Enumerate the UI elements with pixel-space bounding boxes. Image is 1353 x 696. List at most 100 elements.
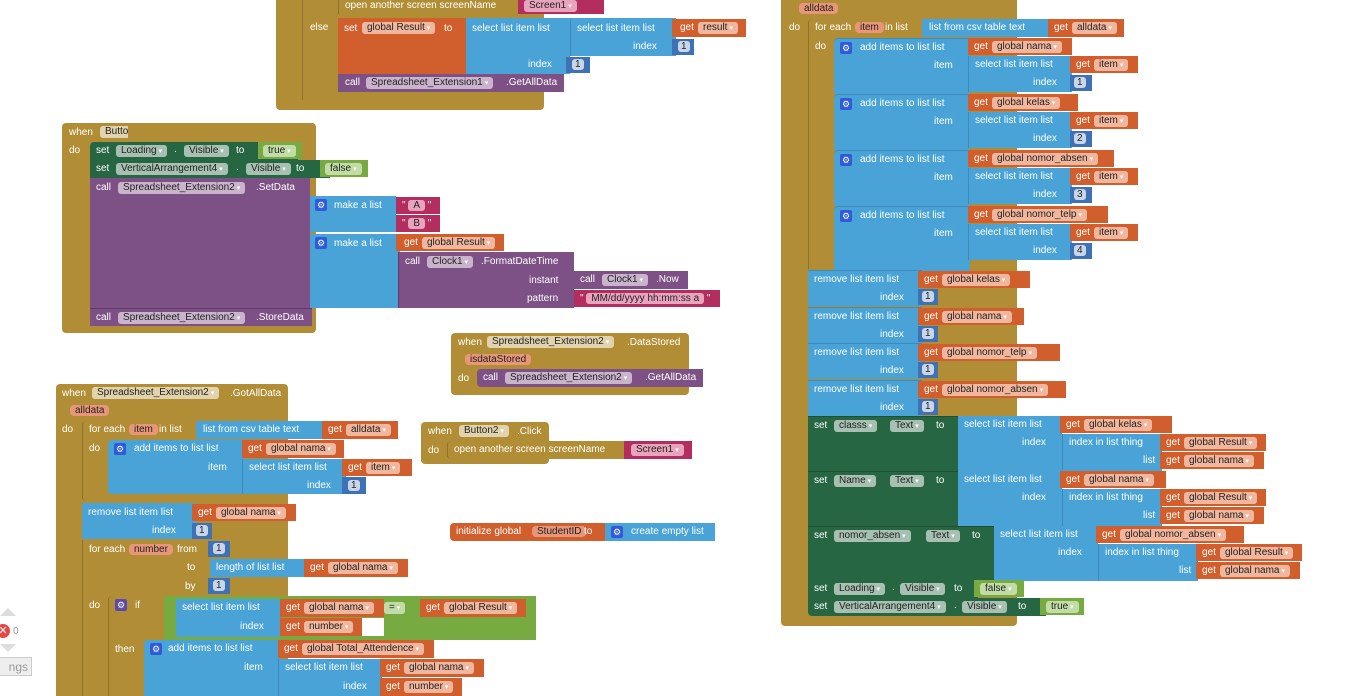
text-b-block[interactable]: " B " — [396, 215, 440, 232]
mutator-gear-icon[interactable]: ⚙ — [840, 154, 852, 166]
get-global-result-block[interactable]: get global Result — [1196, 544, 1302, 561]
get-global-nama-block[interactable]: get global nama — [280, 599, 384, 617]
variable-dropdown[interactable]: number — [404, 681, 454, 693]
remove-list-item-block[interactable]: remove list item list index — [808, 270, 922, 306]
text-value[interactable]: B — [408, 218, 425, 229]
select-list-item-block[interactable]: select list item list index — [278, 659, 382, 696]
set-va4-visible-block[interactable]: set VerticalArrangement4 . Visible to — [90, 160, 330, 178]
variable-dropdown[interactable]: global Total_Attendence — [302, 643, 425, 655]
variable-dropdown[interactable]: global nama — [266, 443, 336, 455]
property-dropdown[interactable]: Visible — [246, 163, 291, 175]
component-dropdown[interactable]: Loading — [834, 583, 886, 595]
boolean-false-block[interactable]: false — [320, 160, 368, 177]
loop-variable[interactable]: item — [855, 22, 884, 33]
get-item-block[interactable]: get item — [1070, 112, 1138, 129]
get-list-block[interactable]: get global nomor_absen — [918, 380, 1066, 398]
set-text-block[interactable]: set nomor_absen Text to — [808, 526, 994, 581]
loop-variable[interactable]: number — [129, 544, 173, 555]
screen-name-block[interactable]: Screen1 — [624, 441, 692, 459]
loop-variable[interactable]: item — [129, 424, 158, 435]
property-dropdown[interactable]: Visible — [900, 583, 945, 595]
add-items-block[interactable]: ⚙ add items to list list item — [834, 150, 970, 206]
variable-dropdown[interactable]: global nama — [216, 507, 286, 519]
variable-dropdown[interactable]: item — [1094, 227, 1129, 239]
event-parameter[interactable]: isdataStored — [465, 354, 532, 365]
get-list-block[interactable]: get global nama — [918, 307, 1024, 325]
component-dropdown[interactable]: Spreadsheet_Extension2 — [118, 182, 246, 194]
get-global-result-block[interactable]: get global Result — [1160, 434, 1266, 451]
select-list-item-inner[interactable]: select list item list index — [570, 18, 676, 56]
event-parameter[interactable]: alldata — [70, 405, 110, 416]
component-dropdown[interactable]: Loading — [116, 145, 168, 157]
variable-dropdown[interactable]: global nama — [404, 662, 474, 674]
number-block[interactable]: 1 — [918, 325, 938, 342]
number-block[interactable]: 1 — [918, 289, 938, 305]
get-alldata-block[interactable]: get alldata — [322, 421, 398, 439]
call-getalldata-block[interactable]: call Spreadsheet_Extension2 .GetAllData — [477, 369, 703, 387]
list-from-csv-block[interactable]: list from csv table text — [196, 421, 324, 439]
select-list-item-block[interactable]: select list item list index — [968, 56, 1072, 92]
format-datetime-block[interactable]: call Clock1 .FormatDateTime instant patt… — [398, 252, 574, 308]
get-item-block[interactable]: get item — [1070, 168, 1138, 185]
screen-name-dropdown[interactable]: Screen1 — [631, 444, 684, 456]
component-dropdown[interactable]: Spreadsheet_Extension2 — [505, 372, 633, 384]
select-list-item-block[interactable]: select list item list index — [242, 459, 346, 494]
operator-dropdown[interactable]: = — [384, 602, 406, 614]
mutator-gear-icon[interactable]: ⚙ — [115, 599, 127, 611]
add-items-block[interactable]: ⚙ add items to list list item — [834, 206, 970, 276]
number-value[interactable]: 3 — [1074, 189, 1086, 200]
number-block[interactable]: 1 — [342, 477, 366, 494]
number-value[interactable]: 1 — [196, 525, 208, 536]
list-from-csv-block[interactable]: list from csv table text — [922, 19, 1050, 37]
select-list-item-block[interactable]: select list item list index — [994, 526, 1098, 581]
variable-dropdown[interactable]: number — [304, 621, 354, 633]
length-of-list-block[interactable]: length of list list — [210, 559, 306, 577]
variable-dropdown[interactable]: item — [1094, 59, 1129, 71]
variable-dropdown[interactable]: global nomor_absen — [992, 153, 1099, 165]
number-value[interactable]: 1 — [922, 364, 934, 375]
number-block[interactable]: 1 — [192, 523, 212, 539]
component-dropdown[interactable]: VerticalArrangement4 — [834, 601, 946, 613]
variable-dropdown[interactable]: global Result — [1220, 547, 1294, 559]
number-value[interactable]: 1 — [922, 327, 934, 339]
get-item-block[interactable]: get item — [1070, 224, 1138, 241]
variable-dropdown[interactable]: global Result — [1184, 492, 1258, 504]
get-global-nama-block[interactable]: get global nama — [1160, 452, 1264, 469]
number-value[interactable]: 1 — [348, 480, 360, 491]
show-warnings-button[interactable]: ngs — [0, 657, 32, 676]
mutator-gear-icon[interactable]: ⚙ — [114, 443, 126, 455]
get-list-block[interactable]: get global nomor_telp — [968, 206, 1108, 223]
property-dropdown[interactable]: Visible — [962, 601, 1007, 613]
variable-dropdown[interactable]: item — [1094, 115, 1129, 127]
remove-list-item-block[interactable]: remove list item list index — [808, 379, 922, 416]
open-screen-block[interactable]: open another screen screenName — [447, 441, 625, 459]
text-value[interactable]: MM/dd/yyyy hh:mm:ss a — [586, 293, 705, 304]
component-dropdown[interactable]: nomor_absen — [834, 530, 911, 542]
variable-dropdown[interactable]: global Result — [444, 602, 518, 614]
set-text-block[interactable]: set Name Text to — [808, 471, 958, 526]
variable-dropdown[interactable]: global nama — [1220, 565, 1290, 577]
pattern-text-block[interactable]: " MM/dd/yyyy hh:mm:ss a " — [574, 290, 720, 307]
set-va4-visible-block[interactable]: set VerticalArrangement4 . Visible to — [808, 598, 1046, 616]
number-value[interactable]: 1 — [572, 59, 584, 70]
variable-dropdown[interactable]: global nama — [304, 602, 374, 614]
component-dropdown[interactable]: Spreadsheet_Extension2 — [487, 336, 615, 348]
get-global-result-block[interactable]: get global Result — [396, 234, 504, 251]
select-list-item-block[interactable]: select list item list index — [968, 112, 1072, 148]
component-dropdown[interactable]: Button2 — [459, 425, 509, 437]
get-global-result-block[interactable]: get global Result — [1160, 489, 1266, 506]
property-dropdown[interactable]: Text — [890, 475, 924, 487]
clock-now-block[interactable]: call Clock1 .Now — [574, 271, 688, 289]
get-global-nama-block[interactable]: get global nama — [1160, 507, 1264, 524]
get-source-block[interactable]: get global nomor_absen — [1096, 526, 1244, 543]
get-global-nama-block[interactable]: get global nama — [304, 559, 408, 577]
boolean-dropdown[interactable]: true — [263, 145, 296, 157]
number-value[interactable]: 1 — [1074, 77, 1086, 88]
screen-name-dropdown[interactable]: Screen1 — [524, 0, 577, 12]
add-items-block[interactable]: ⚙ add items to list list item — [834, 94, 970, 150]
number-block[interactable]: 1 — [672, 39, 694, 55]
variable-dropdown[interactable]: global Result — [362, 22, 436, 34]
number-block[interactable]: 1 — [208, 578, 230, 594]
create-empty-list-block[interactable]: ⚙ create empty list — [605, 523, 715, 541]
global-name-field[interactable]: StudentID — [532, 526, 587, 537]
